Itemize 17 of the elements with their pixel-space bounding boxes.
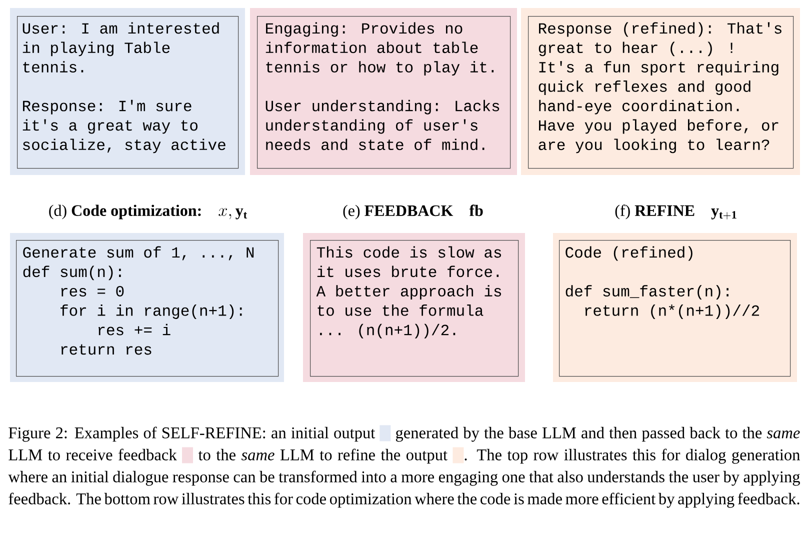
code-box: Generate sum of 1, ..., N def sum(n): res = 0 for i in range(n+1): res += i return res	[10, 233, 284, 382]
label: Figure 2: Examples of SELF-REFINE: an initial output	[8, 426, 376, 442]
text-box: Engaging: Provides no information about table tennis or how to play it. User understanding: Lacks understanding of user's needs and state of mind.	[250, 8, 517, 175]
panel-heading: (d) Code optimization: $x, \mathbf{y_t}$	[49, 204, 248, 220]
text-box: Response (refined): That's great to hear (...) ! It's a fun sport requiring quick reflexes and good hand-eye coordination. Have you played before, or are you looking to learn?	[521, 8, 800, 175]
panel-heading: (f) REFINE $\mathbf{y_{t+1}}$	[615, 204, 736, 220]
label: . The top row illustrates this for dialog generation	[464, 448, 800, 464]
panel-heading: (e) FEEDBACK $\mathbf{fb}$	[343, 204, 483, 220]
label: LLM to receive feedback	[8, 448, 177, 460]
label: where an initial dialogue response can be transformed into a more engaging one that also understands the user by applying	[8, 470, 800, 486]
label: generated by the base LLM and then passed back to the same	[396, 426, 800, 442]
label: to the same LLM to refine the output	[198, 448, 448, 464]
label: feedback. The bottom row illustrates this for code optimization where the code is made more efficient by applying feedback.	[8, 492, 800, 508]
text-box: User: I am interested in playing Table tennis. Response: I'm sure it's a great way to socialize, stay active	[10, 8, 245, 175]
text-box: This code is slow as it uses brute force. A better approach is to use the formula ... (n(n+1))/2.	[303, 233, 525, 382]
code-box: Code (refined) def sum_faster(n): return (n*(n+1))//2	[553, 233, 797, 382]
caption: Figure 2: Examples of SELF-REFINE: an initial output generated by the base LLM and then passed back to the same LLM to receive feedback to the same LLM to refine the output . The top row illustrates this for dialog generation where an initial dialogue response can be transformed into a more engaging one that also understands the user by applying feedback. The bottom row illustrates this for code optimization where the code is made more efficient by applying feedback.	[8, 425, 800, 508]
